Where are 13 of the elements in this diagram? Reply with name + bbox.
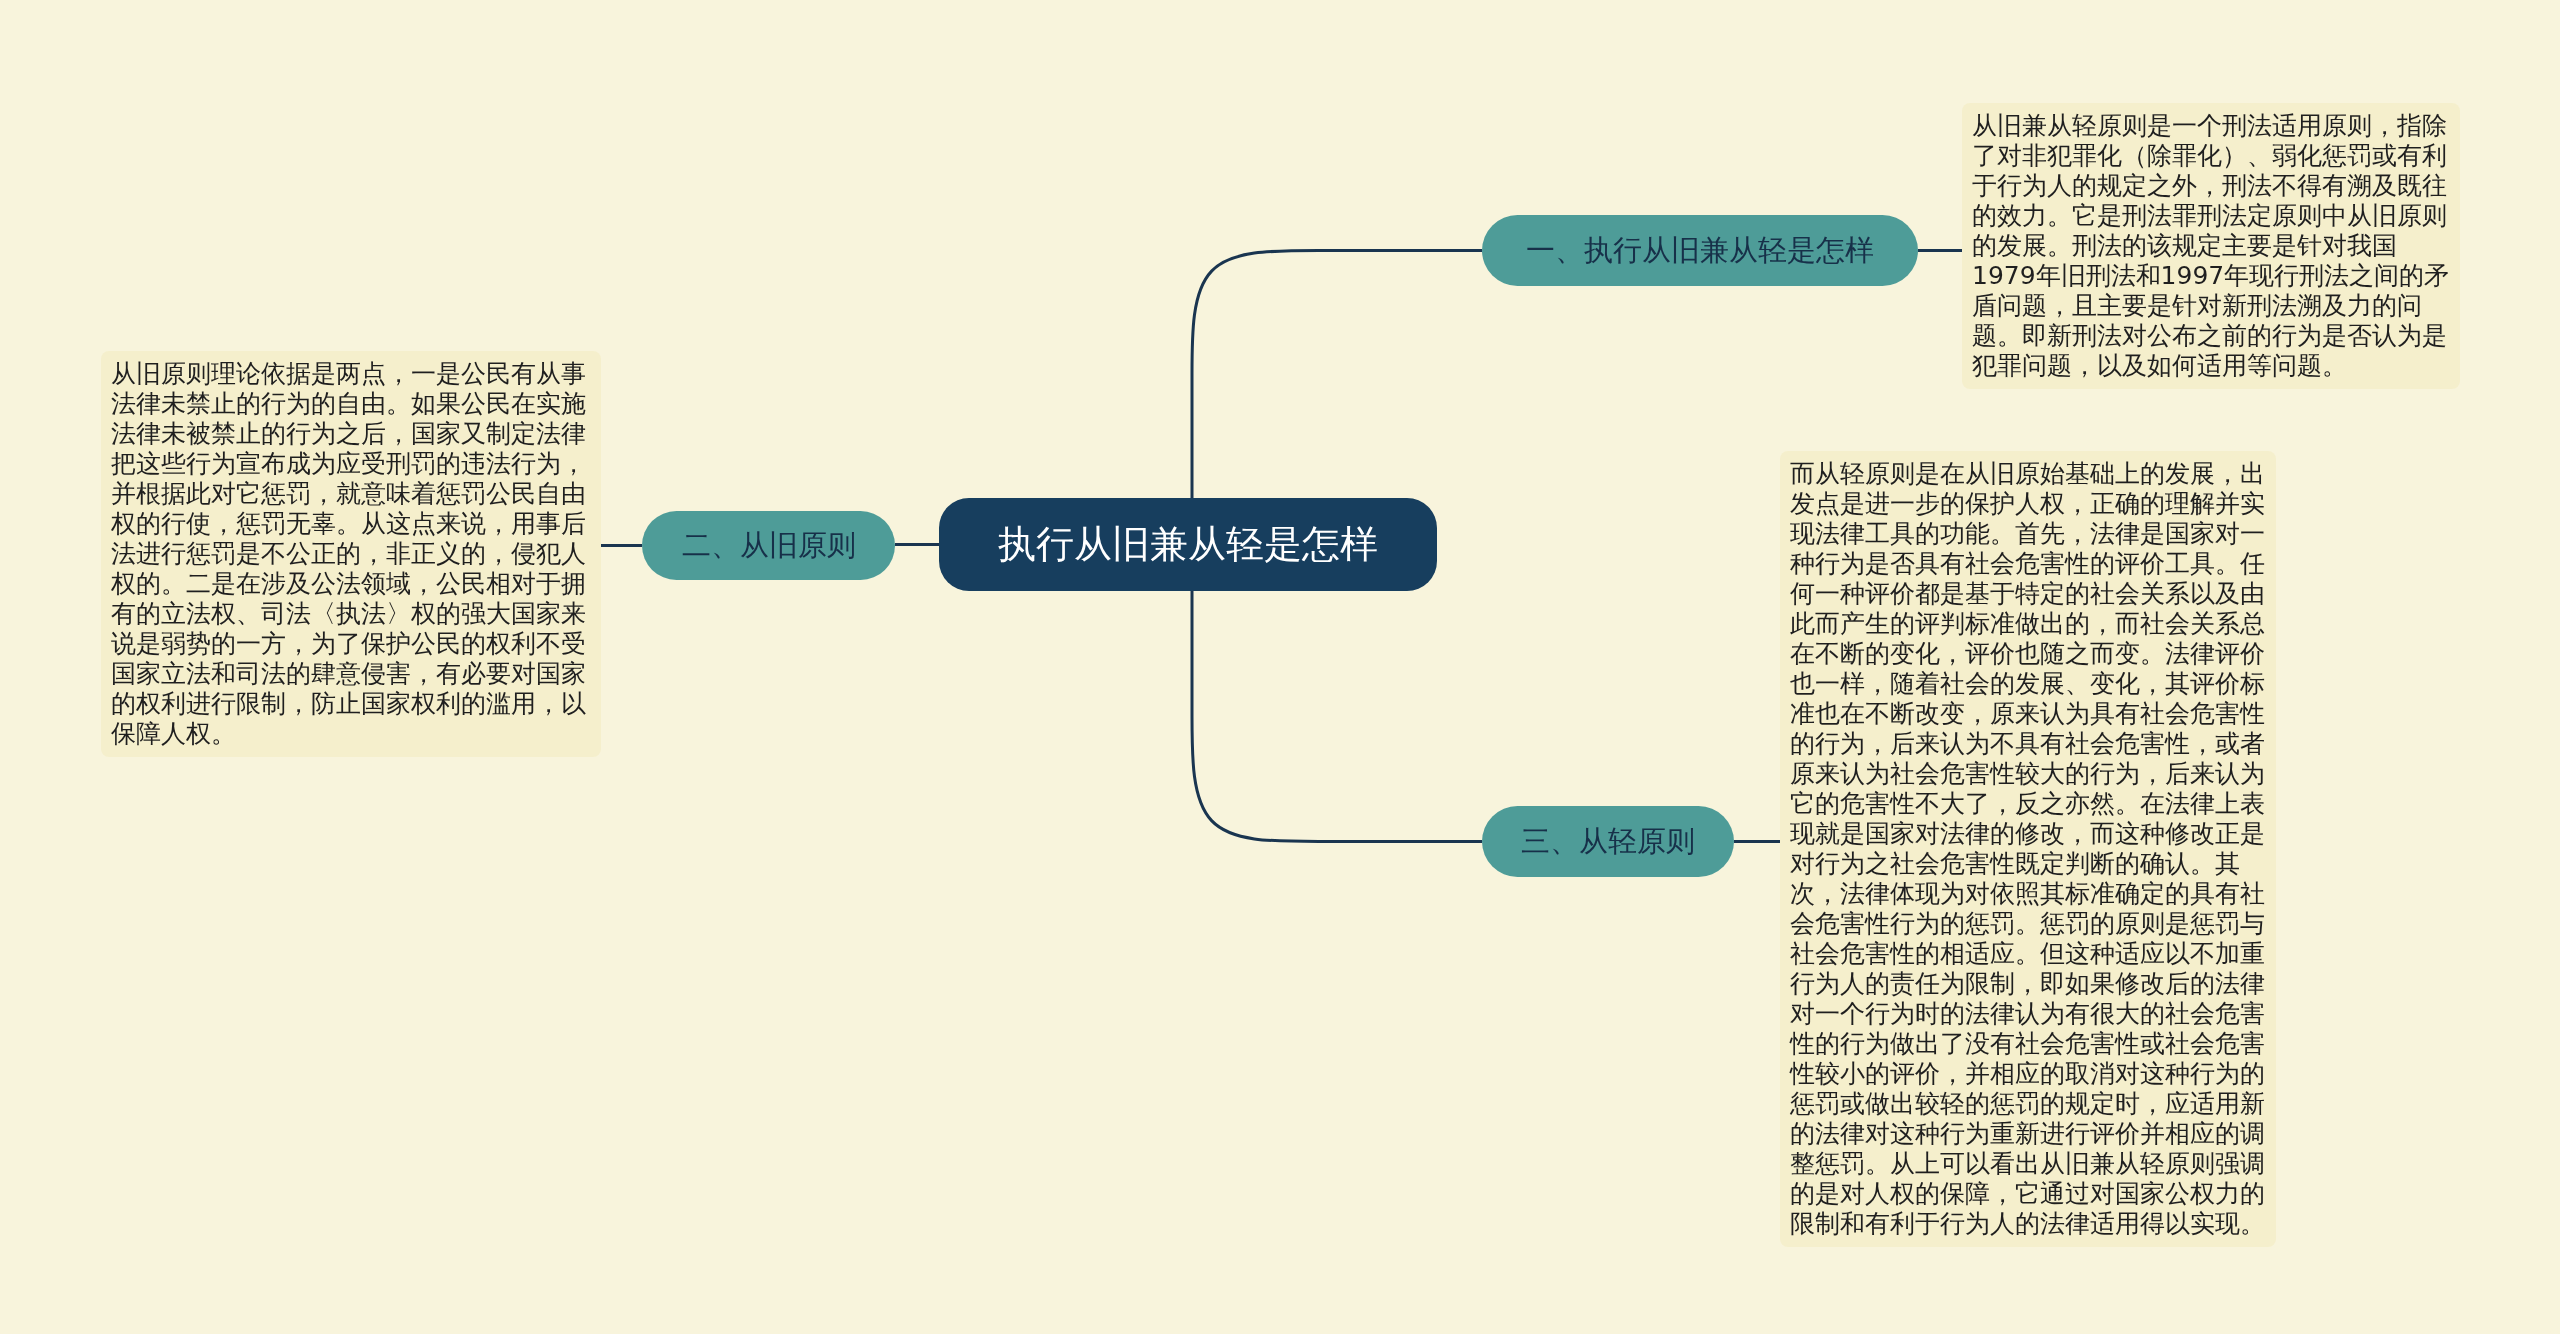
topic-pill: 二、从旧原则 bbox=[642, 511, 895, 580]
central-topic: 执行从旧兼从轻是怎样 bbox=[939, 498, 1437, 591]
connector-line bbox=[1734, 840, 1780, 843]
note-card: 从旧原则理论依据是两点，一是公民有从事法律未禁止的行为的自由。如果公民在实施法律未被禁止的行为之后，国家又制定法律把这些行为宣布成为应受刑罚的违法行为，并根据此对它惩罚，就意味着惩罚公民自由权的行使，惩罚无辜。从这点来说，用事后法进行惩罚是不公正的，非正义的，侵犯人权的。二是在涉及公法领域，公民相对于拥有的立法权、司法〈执法〉权的强大国家来说是弱势的一方，为了保护公民的权利不受国家立法和司法的肆意侵害，有必要对国家的权利进行限制，防止国家权利的滥用，以保障人权。 bbox=[101, 351, 601, 757]
note-card: 而从轻原则是在从旧原始基础上的发展，出发点是进一步的保护人权，正确的理解并实现法律工具的功能。首先，法律是国家对一种行为是否具有社会危害性的评价工具。任何一种评价都是基于特定的社会关系以及由此而产生的评判标准做出的，而社会关系总在不断的变化，评价也随之而变。法律评价也一样，随着社会的发展、变化，其评价标准也在不断改变，原来认为具有社会危害性的行为，后来认为不具有社会危害性，或者原来认为社会危害性较大的行为，后来认为它的危害性不大了，反之亦然。在法律上表现就是国家对法律的修改，而这种修改正是对行为之社会危害性既定判断的确认。其次，法律体现为对依照其标准确定的具有社会危害性行为的惩罚。惩罚的原则是惩罚与社会危害性的相适应。但这种适应以不加重行为人的责任为限制，即如果修改后的法律对一个行为时的法律认为有很大的社会危害性的行为做出了没有社会危害性或社会危害性较小的评价，并相应的取消对这种行为的惩罚或做出较轻的惩罚的规定时，应适用新的法律对这种行为重新进行评价并相应的调整惩罚。从上可以看出从旧兼从轻原则强调的是对人权的保障，它通过对国家公权力的限制和有利于行为人的法律适用得以实现。 bbox=[1780, 451, 2276, 1247]
note-card: 从旧兼从轻原则是一个刑法适用原则，指除了对非犯罪化（除罪化）、弱化惩罚或有利于行为人的规定之外，刑法不得有溯及既往的效力。它是刑法罪刑法定原则中从旧原则的发展。刑法的该规定主要是针对我国1979年旧刑法和1997年现行刑法之间的矛盾问题，且主要是针对新刑法溯及力的问题。即新刑法对公布之前的行为是否认为是犯罪问题，以及如何适用等问题。 bbox=[1962, 103, 2460, 389]
connector-line bbox=[1918, 249, 1962, 252]
connector-line bbox=[1190, 591, 1482, 843]
connector-line bbox=[895, 543, 939, 546]
topic-pill: 三、从轻原则 bbox=[1482, 806, 1734, 877]
connector-line bbox=[601, 544, 642, 547]
topic-pill: 一、执行从旧兼从轻是怎样 bbox=[1482, 215, 1918, 286]
connector-line bbox=[1190, 249, 1482, 498]
